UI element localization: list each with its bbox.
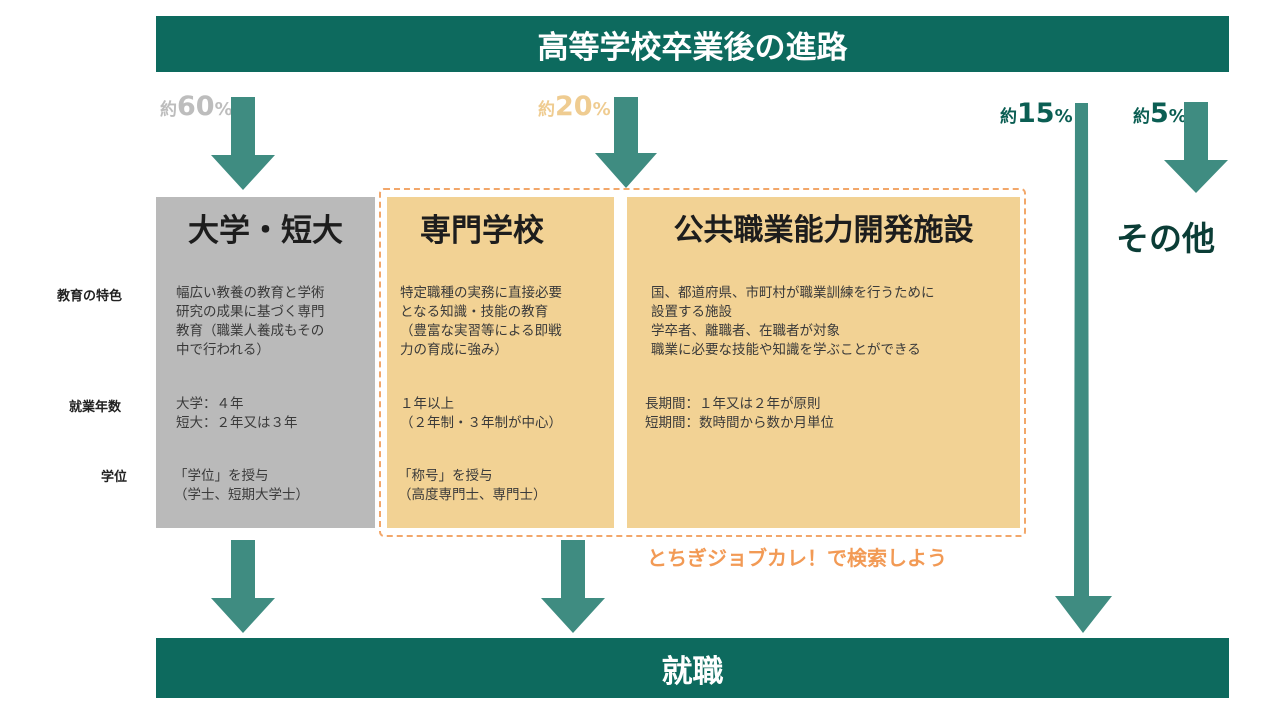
senmon-degree: 「称号」を授与 （高度専門士、専門士）: [398, 468, 547, 503]
title-banner: 高等学校卒業後の進路: [156, 16, 1229, 72]
kokyo-features: 国、都道府県、市町村が職業訓練を行うために 設置する施設 学卒者、離職者、在職者…: [651, 285, 935, 358]
column-univ: 大学・短大 幅広い教養の教育と学術 研究の成果に基づく専門 教育（職業人養成もそ…: [156, 197, 375, 528]
column-title-kokyo: 公共職業能力開発施設: [673, 213, 974, 248]
univ-features: 幅広い教養の教育と学術 研究の成果に基づく専門 教育（職業人養成もその 中で行わ…: [176, 285, 325, 358]
arrow-down-univ-bottom: [211, 540, 275, 633]
employment-banner: 就職: [156, 638, 1229, 698]
title-text: 高等学校卒業後の進路: [537, 29, 848, 66]
search-note: とちぎジョブカレ！で検索しよう: [647, 546, 947, 570]
arrow-down-univ-top: [211, 97, 275, 190]
senmon-years: １年以上 （２年制・３年制が中心）: [400, 396, 562, 431]
column-kokyo: 公共職業能力開発施設 国、都道府県、市町村が職業訓練を行うために 設置する施設 …: [627, 197, 1020, 528]
column-title-senmon: 専門学校: [420, 213, 544, 249]
arrow-down-kokyo-long: [1055, 103, 1112, 633]
arrow-down-other: [1164, 102, 1228, 193]
column-senmon: 専門学校 特定職種の実務に直接必要 となる知識・技能の教育 （豊富な実習等による…: [387, 197, 614, 528]
employment-text: 就職: [661, 653, 724, 690]
percent-senmon: 約20%: [538, 91, 611, 122]
arrow-down-senmon-bottom: [541, 540, 605, 633]
percent-kokyo: 約15%: [1000, 98, 1073, 129]
univ-degree: 「学位」を授与 （学士、短期大学士）: [174, 468, 309, 503]
percent-univ: 約60%: [160, 91, 233, 122]
kokyo-years: 長期間：１年又は２年が原則 短期間：数時間から数か月単位: [645, 396, 834, 431]
row-label-features: 教育の特色: [57, 289, 123, 304]
percent-other: 約5%: [1133, 98, 1187, 129]
arrow-down-senmon-top: [595, 97, 657, 188]
column-title-other: その他: [1116, 219, 1215, 258]
univ-years: 大学：４年 短大：２年又は３年: [176, 396, 298, 431]
column-title-univ: 大学・短大: [188, 213, 343, 249]
senmon-features: 特定職種の実務に直接必要 となる知識・技能の教育 （豊富な実習等による即戦 力の…: [400, 285, 562, 358]
row-label-degree: 学位: [101, 470, 128, 485]
dashed-group-outline: [379, 188, 1026, 537]
row-label-years: 就業年数: [69, 400, 122, 415]
